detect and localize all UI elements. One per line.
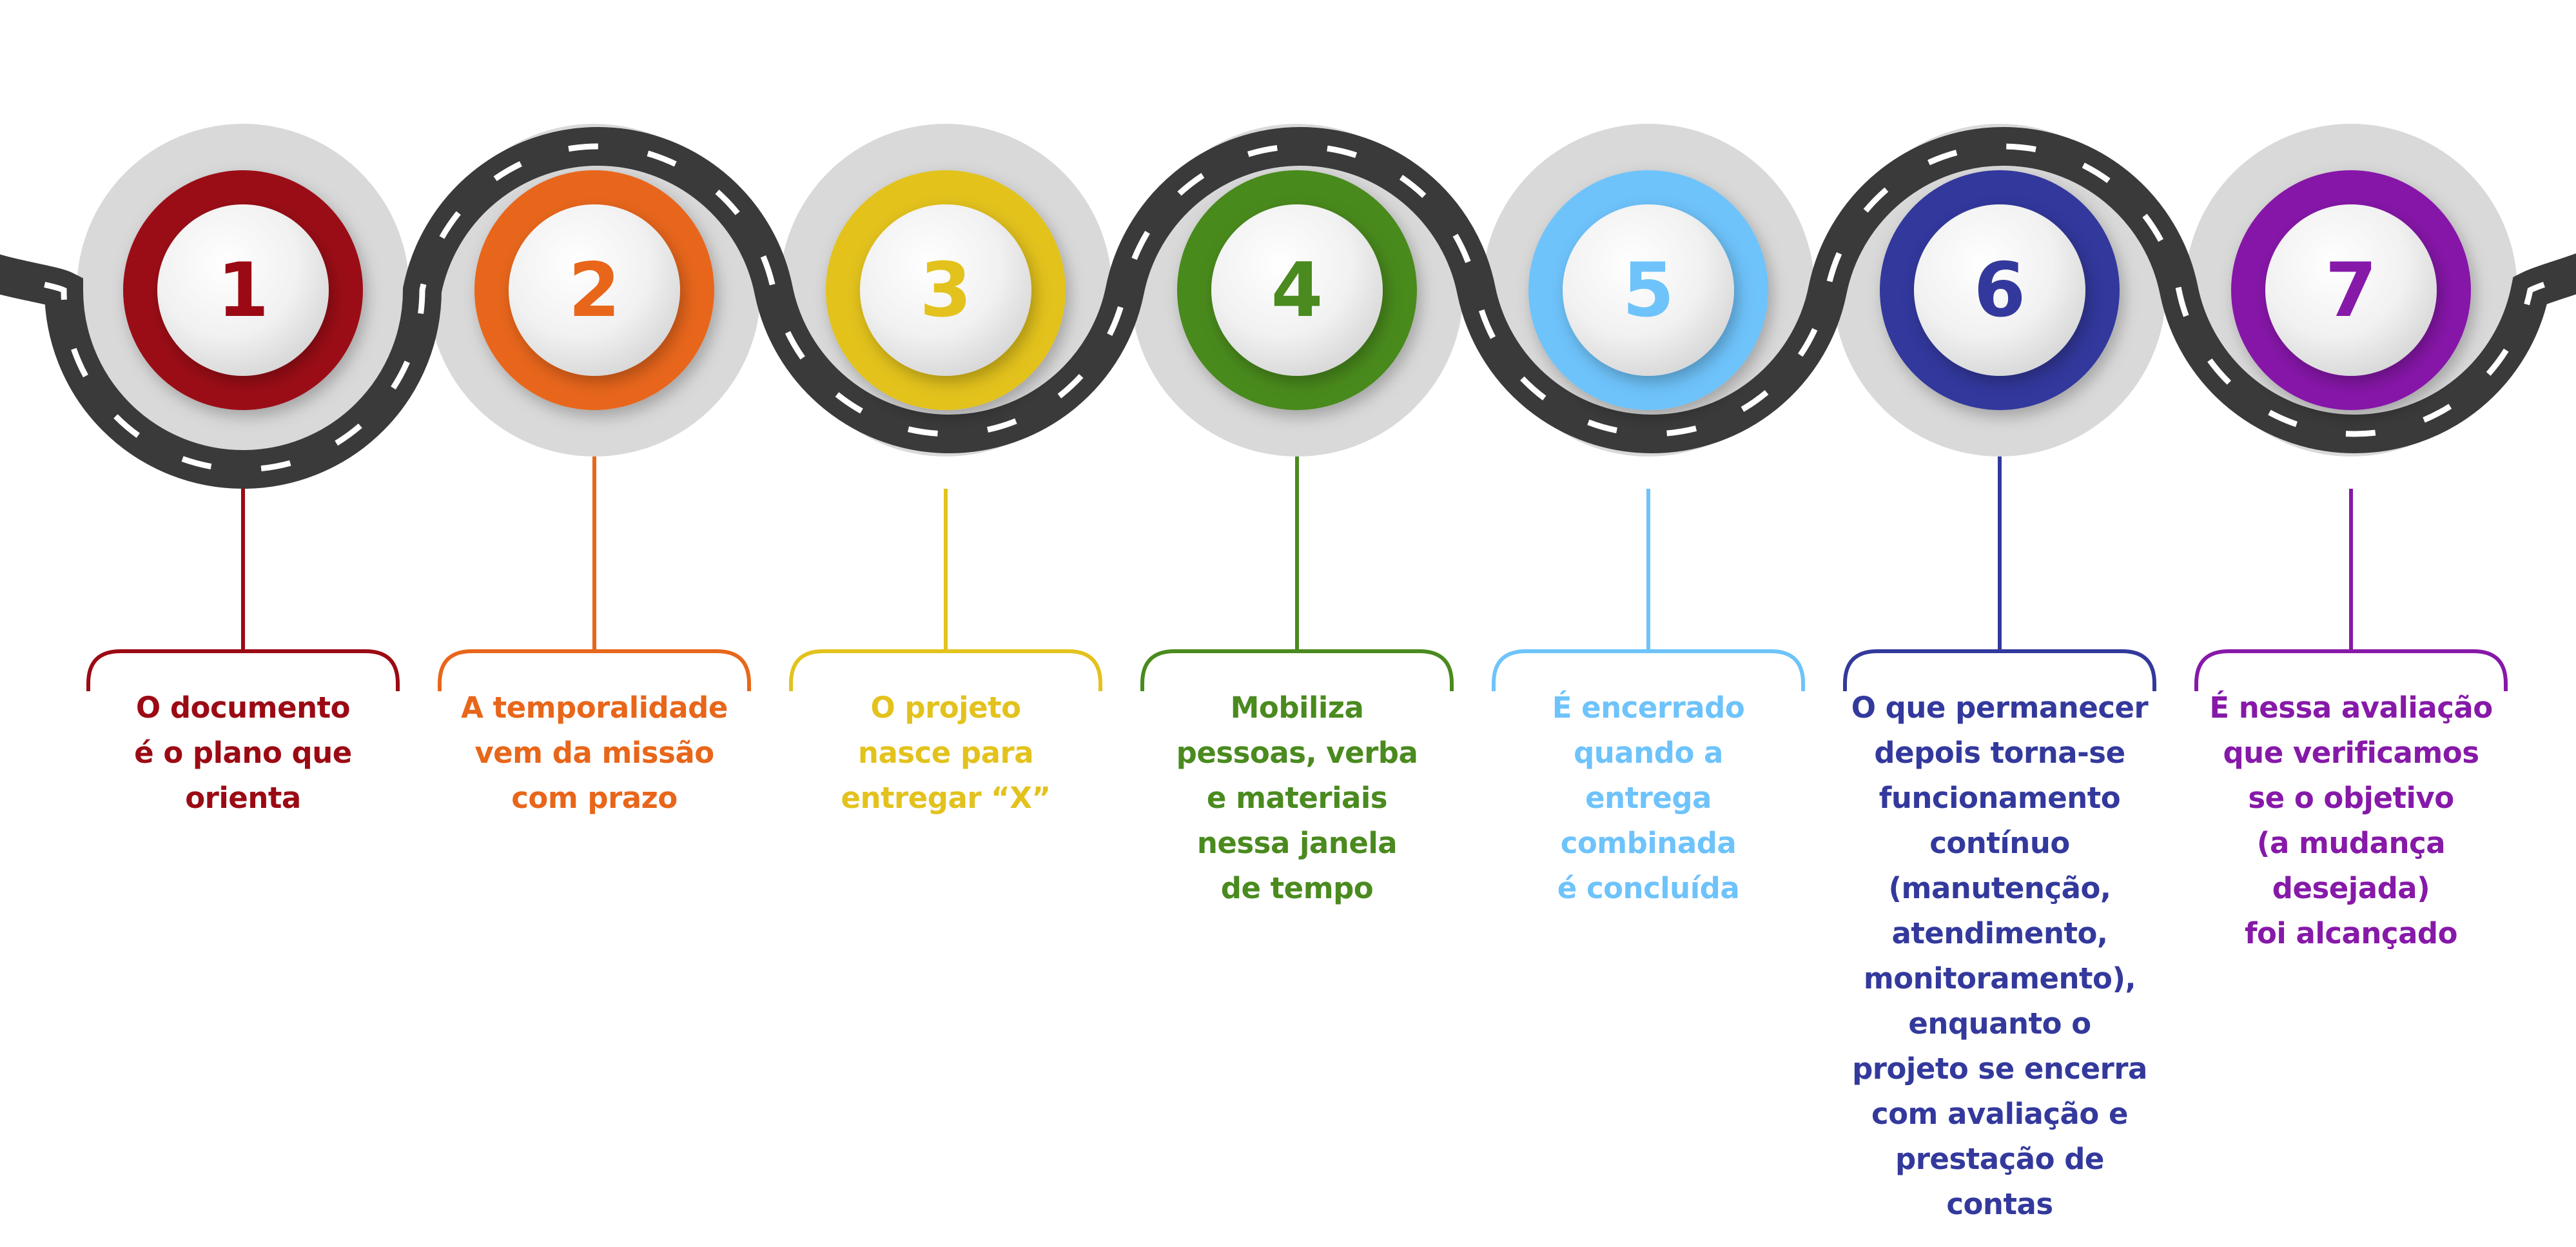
caption-bracket-2 <box>438 649 751 691</box>
step-inner-disc-1 <box>157 204 329 376</box>
caption-bracket-7 <box>2194 649 2508 691</box>
step-badge-7: 7 <box>2231 170 2471 410</box>
step-number-5: 5 <box>1623 247 1675 334</box>
step-badge-2: 2 <box>474 170 714 410</box>
step-badge-3: 3 <box>826 170 1066 410</box>
step-number-4: 4 <box>1271 247 1323 334</box>
step-caption-7: É nessa avaliação que verificamos se o o… <box>2209 691 2493 950</box>
road-layer <box>0 127 2576 489</box>
step-inner-disc-4 <box>1211 204 1383 376</box>
step-number-3: 3 <box>920 247 972 334</box>
step-caption-1: O documento é o plano que orienta <box>134 691 352 815</box>
caption-bracket-3 <box>789 649 1102 691</box>
step-caption-5: É encerrado quando a entrega combinada é… <box>1552 691 1745 905</box>
step-number-2: 2 <box>569 247 621 334</box>
caption-bracket-4 <box>1140 649 1454 691</box>
step-inner-disc-2 <box>509 204 680 376</box>
step-caption-6: O que permanecer depois torna-se funcion… <box>1851 691 2149 1221</box>
step-badge-1: 1 <box>123 170 363 410</box>
step-inner-disc-5 <box>1563 204 1734 376</box>
step-number-7: 7 <box>2325 247 2377 334</box>
connector-layer <box>86 457 2508 691</box>
step-badge-6: 6 <box>1880 170 2120 410</box>
caption-bracket-1 <box>86 649 400 691</box>
caption-bracket-6 <box>1843 649 2156 691</box>
circle-layer: 1 2 3 4 5 6 7 <box>123 170 2471 410</box>
step-caption-2: A temporalidade vem da missão com prazo <box>461 691 728 815</box>
step-number-1: 1 <box>217 247 269 334</box>
step-caption-3: O projeto nasce para entregar “X” <box>841 691 1051 815</box>
caption-bracket-5 <box>1492 649 1805 691</box>
step-caption-4: Mobiliza pessoas, verba e materiais ness… <box>1176 691 1418 905</box>
step-inner-disc-6 <box>1914 204 2085 376</box>
step-badge-5: 5 <box>1528 170 1768 410</box>
step-badge-4: 4 <box>1177 170 1417 410</box>
step-inner-disc-3 <box>860 204 1031 376</box>
step-number-6: 6 <box>1974 247 2026 334</box>
road-lane-markings <box>0 143 2576 473</box>
step-inner-disc-7 <box>2265 204 2437 376</box>
